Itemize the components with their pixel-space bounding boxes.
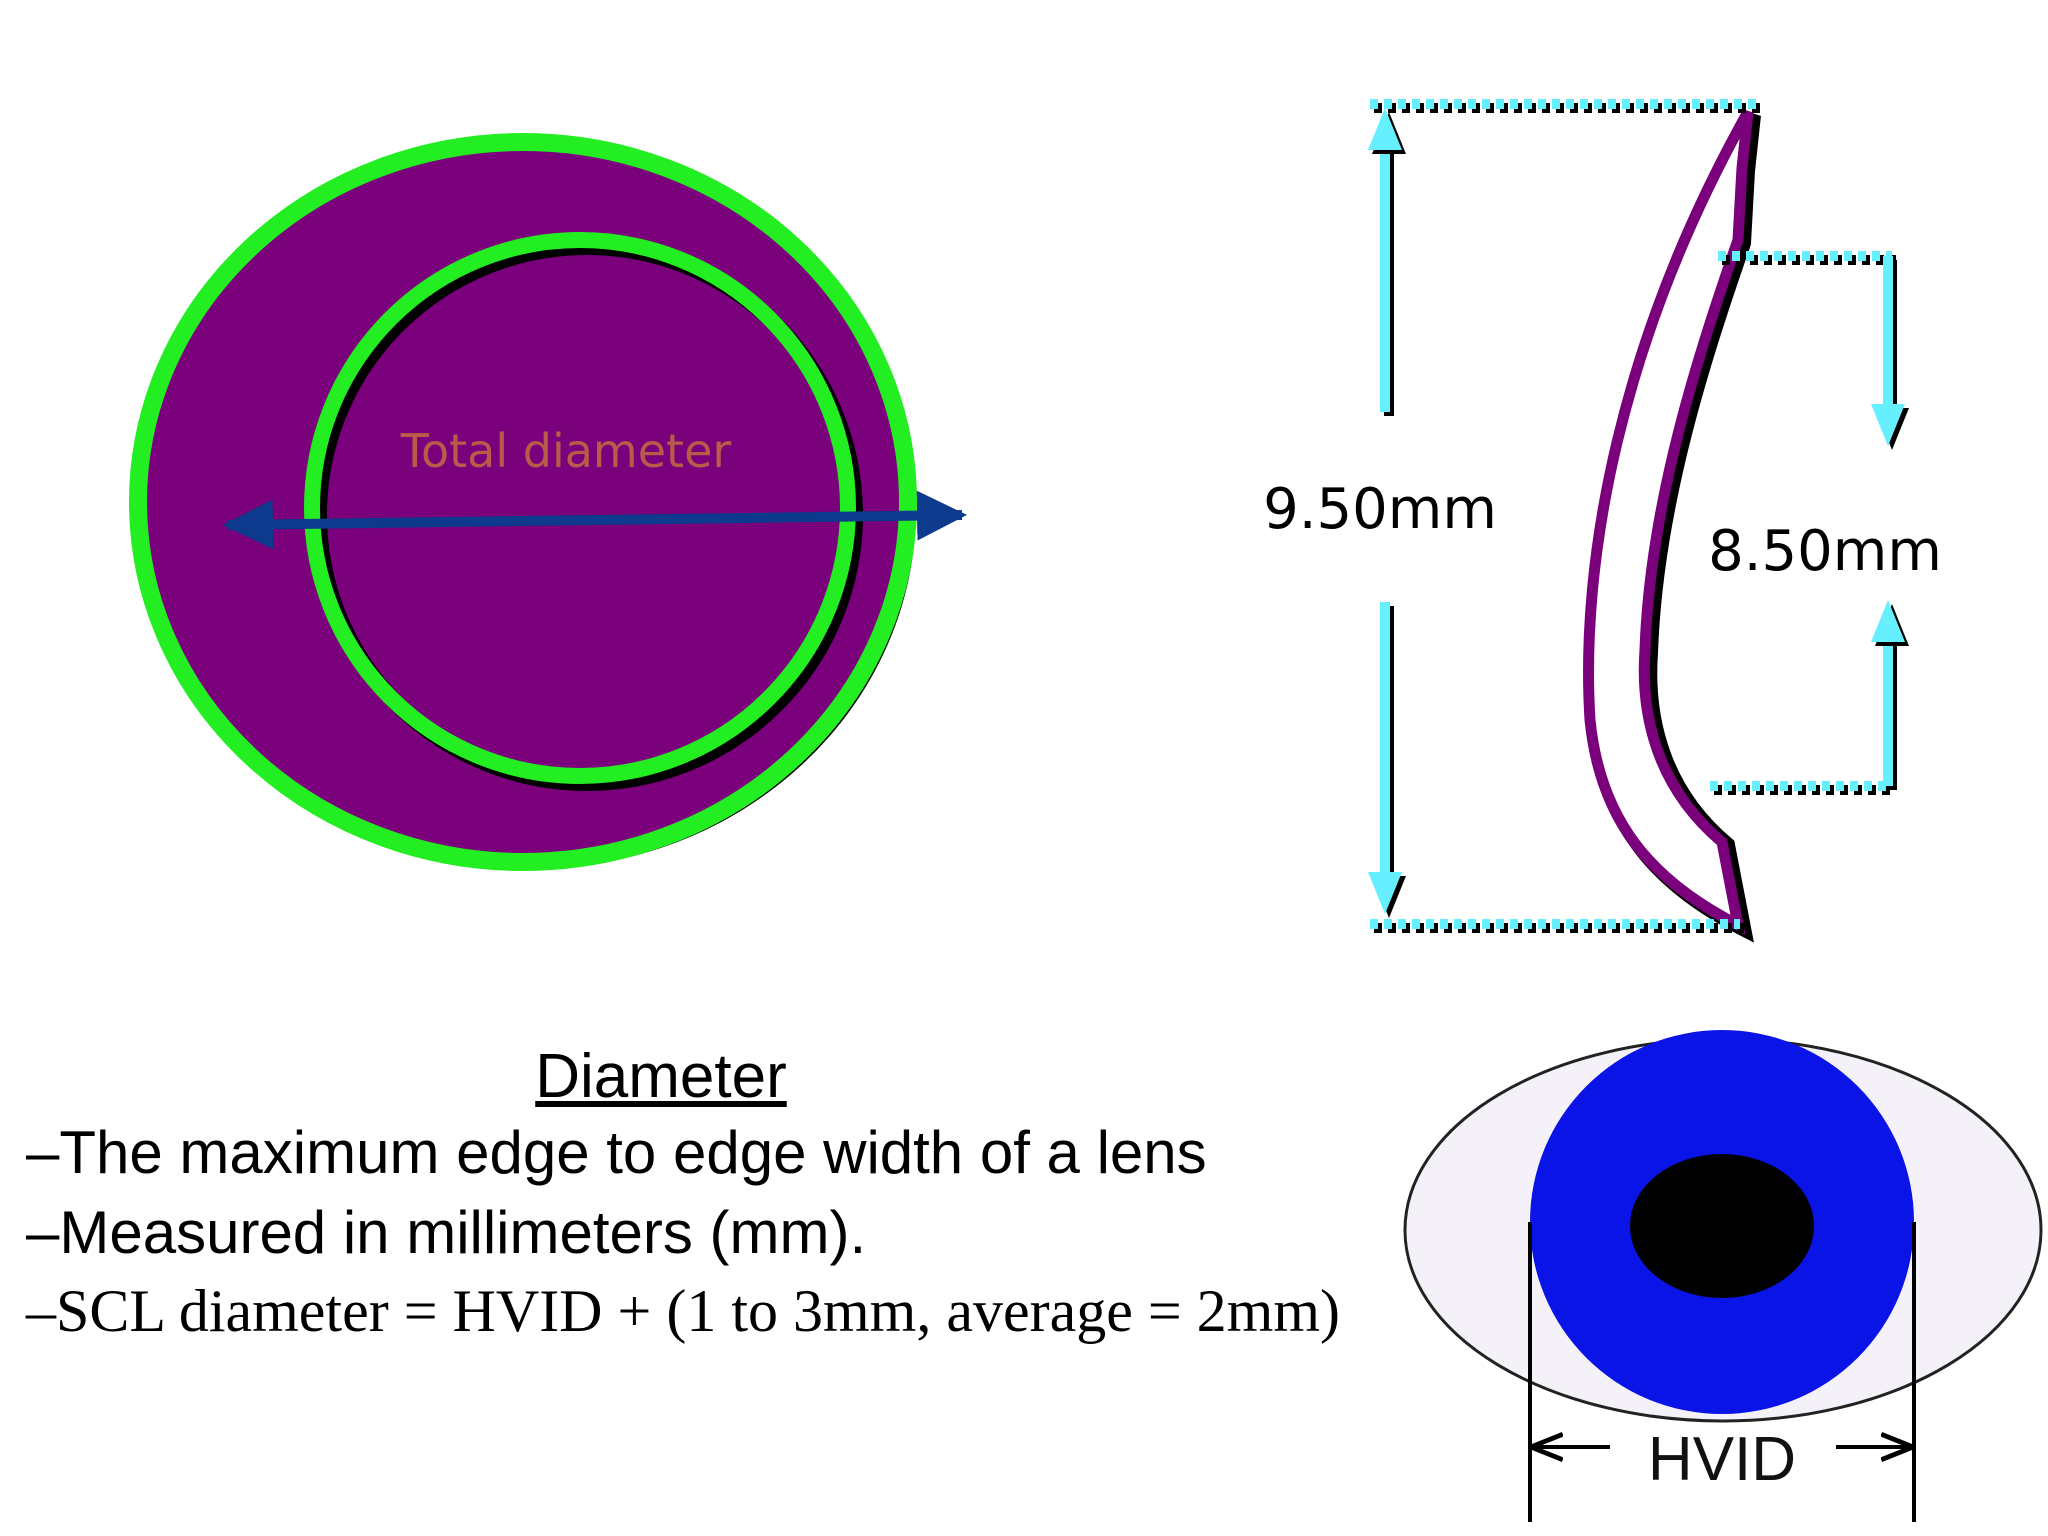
lens-front-view: Total diameter	[129, 133, 967, 871]
optic-up-arrowhead	[1871, 600, 1905, 642]
optic-height-label: 8.50mm	[1708, 519, 1942, 584]
eye-illustration: HVID	[1403, 1030, 2043, 1522]
up-arrowhead	[1368, 108, 1402, 150]
total-height-dimension: 9.50mm	[1263, 99, 1760, 933]
down-arrowhead	[1368, 872, 1402, 914]
bullet-formula: –SCL diameter = HVID + (1 to 3mm, averag…	[26, 1277, 1340, 1344]
eye-pupil	[1630, 1154, 1814, 1298]
diameter-heading: Diameter	[535, 1042, 787, 1111]
total-diameter-label: Total diameter	[400, 424, 732, 478]
hvid-label: HVID	[1648, 1425, 1796, 1494]
bullet-unit: –Measured in millimeters (mm).	[26, 1198, 867, 1266]
total-diameter-arrow	[223, 490, 967, 550]
bullet-definition: –The maximum edge to edge width of a len…	[26, 1119, 1207, 1187]
diameter-definition: Diameter –The maximum edge to edge width…	[26, 1040, 1386, 1350]
optic-height-dimension: 8.50mm	[1708, 251, 1942, 795]
lens-profile-view: 9.50mm 8.50mm	[1263, 99, 1942, 943]
optic-down-arrowhead	[1871, 404, 1905, 446]
total-height-label: 9.50mm	[1263, 477, 1497, 542]
lens-profile-outline	[1583, 109, 1754, 936]
